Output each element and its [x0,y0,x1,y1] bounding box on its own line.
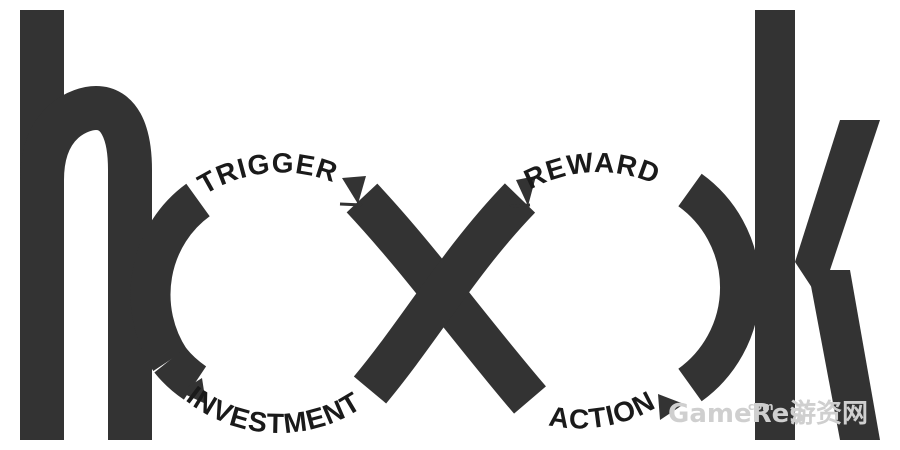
label-trigger: TRIGGER [193,147,342,200]
letter-k [755,10,880,440]
arrowhead-icon [339,176,366,207]
arrowhead-icon [658,394,684,420]
watermark-latin: GameRes [668,399,805,429]
label-action: ACTION [547,385,660,435]
watermark-cjk: 游资网 [790,399,868,429]
label-reward: REWARD [519,147,664,195]
arrowhead-icon [509,176,536,208]
watermark-small: com [748,400,774,413]
watermark: GameRes com 游资网 [668,399,868,429]
label-investment: INVESTMENT [181,380,366,439]
arrowhead-icon [180,378,206,404]
letter-h [20,10,152,440]
infinity-loop [130,173,760,414]
